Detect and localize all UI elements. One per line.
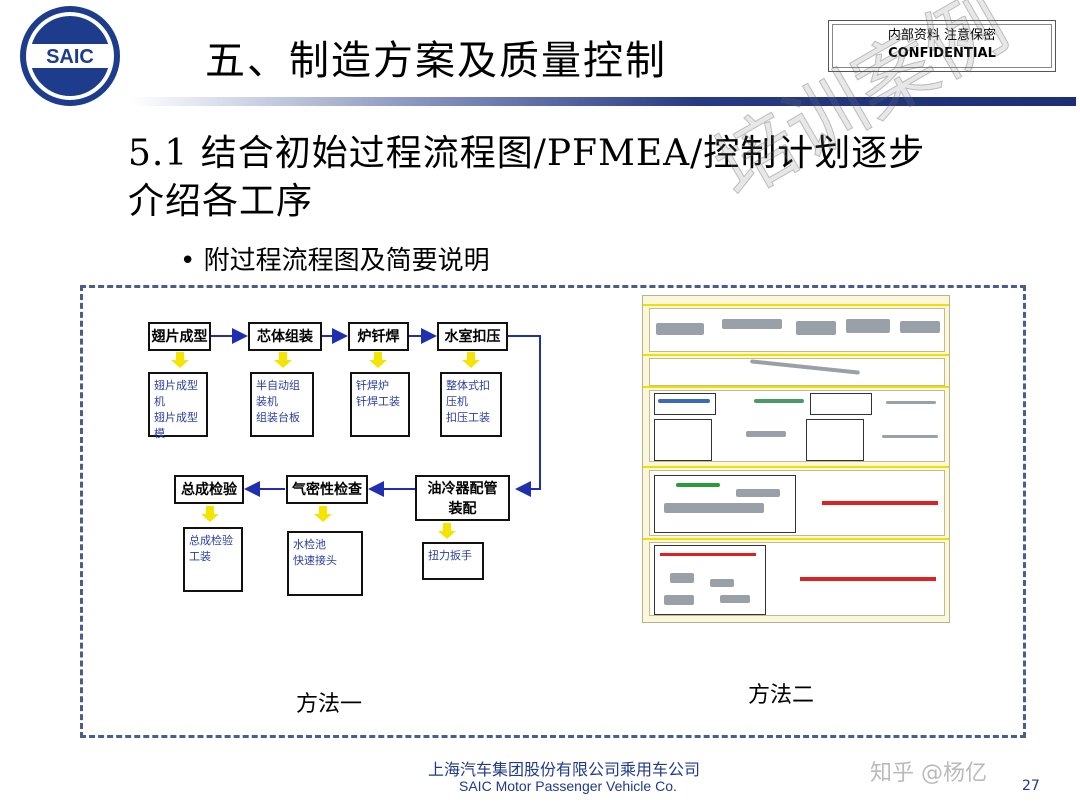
device-box: 总成检验工装 [183,527,243,592]
device-box: 钎焊炉 钎焊工装 [350,372,410,437]
method-one-label: 方法一 [296,692,363,717]
doc-row [649,470,945,536]
flow-step: 油冷器配管 装配 [415,475,510,521]
zhihu-watermark: 知乎 @杨亿 [870,761,987,786]
doc-row [649,358,945,386]
logo-text: SAIC [46,46,94,68]
flow-step: 水室扣压 [437,322,508,351]
flow-arrow [508,335,541,497]
method-two-label: 方法二 [748,683,815,708]
doc-row [649,390,945,462]
method-two-document [642,295,950,623]
page-number: 27 [1022,778,1040,794]
device-box: 半自动组装机 组装台板 [250,372,314,437]
doc-row [649,542,945,616]
saic-logo: SAIC [20,6,120,106]
device-box: 翅片成型机 翅片成型模 [148,372,208,440]
device-box: 整体式扣压机 扣压工装 [440,372,502,437]
confidential-en: CONFIDENTIAL [888,46,996,61]
company-name-cn: 上海汽车集团股份有限公司乘用车公司 [428,760,701,779]
confidential-cn: 内部资料 注意保密 [887,28,997,43]
bullet-text: • 附过程流程图及简要说明 [180,246,490,276]
content-frame [80,285,1026,738]
flow-step: 气密性检查 [286,475,368,504]
section-heading: 5.1 结合初始过程流程图/PFMEA/控制计划逐步介绍各工序 [128,133,926,222]
company-name-en: SAIC Motor Passenger Vehicle Co. [459,778,677,794]
device-box: 水检池 快速接头 [287,531,363,596]
flow-step: 芯体组装 [248,322,322,351]
doc-row [649,308,945,352]
flow-step: 炉钎焊 [348,322,409,351]
page-title: 五、制造方案及质量控制 [205,38,667,84]
flow-step: 翅片成型 [148,322,211,351]
flow-step: 总成检验 [174,475,244,504]
device-box: 扭力扳手 [422,542,484,580]
header-bar [130,97,1076,106]
